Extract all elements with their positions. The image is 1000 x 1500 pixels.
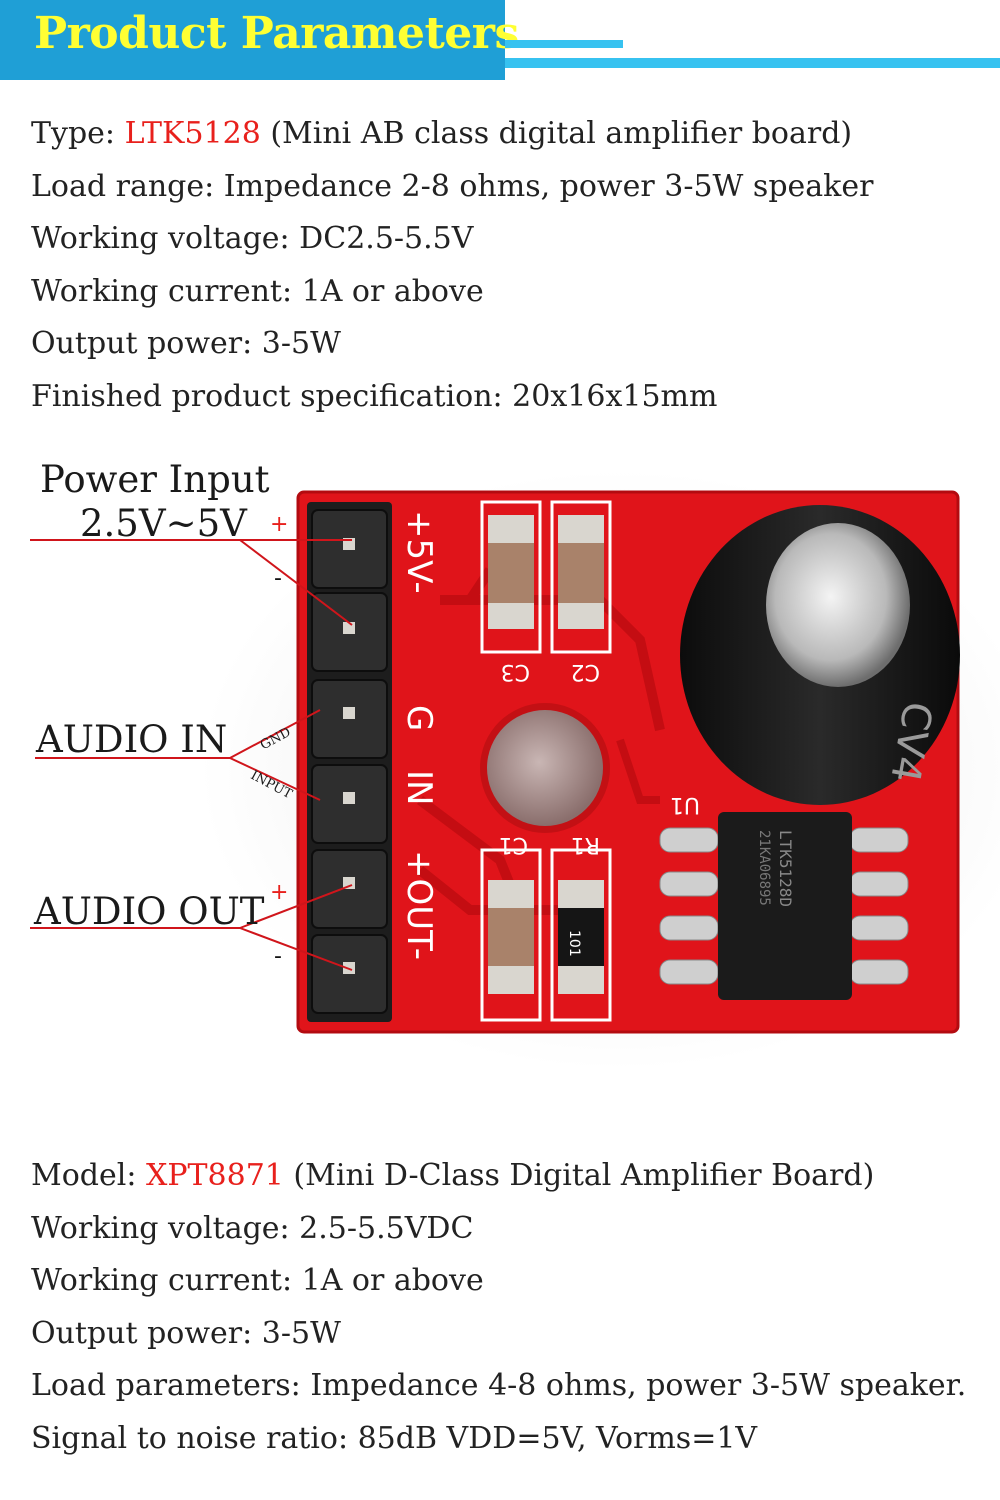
label-audio-in: AUDIO IN [36,718,228,761]
silk-in: IN [399,770,439,805]
spec-item: Working current: 1A or above [31,273,484,309]
silk-out: +OUT- [399,850,439,960]
header-banner: Product Parameters [0,0,519,80]
spec-item: Output power: 3-5W [31,1315,341,1351]
label-power-input: Power Input [40,458,270,501]
spec-item: Output power: 3-5W [31,326,341,361]
spec-list-ltk5128: Type: LTK5128 (Mini AB class digital amp… [31,108,873,423]
header-decor-line-short [505,40,623,48]
spec-item: Load parameters: Impedance 4-8 ohms, pow… [31,1368,967,1403]
label-voltage: 2.5V~5V [80,502,247,545]
pcb-board-illustration: +5V- G IN +OUT- C3 C2 C1 R1 U1 CV4 [30,470,1000,1070]
silk-5v: +5V- [399,510,439,594]
silk-resistor: 101 [566,930,582,957]
ic-label-2: 21KA06895 [756,830,772,906]
spec-item: Type: LTK5128 (Mini AB class digital amp… [31,116,853,151]
silk-c2: C2 [571,659,600,684]
mark-minus-out: - [274,944,282,969]
silk-c1: C1 [499,832,528,857]
ic-label: LTK5128D [776,830,795,907]
label-audio-out: AUDIO OUT [34,890,265,933]
mark-plus-power: + [270,512,289,537]
mark-minus-power: - [274,566,282,591]
silk-u1: U1 [670,792,700,817]
product-photo: +5V- G IN +OUT- C3 C2 C1 R1 U1 CV4 [0,440,1000,1120]
page-title: Product Parameters [34,8,519,59]
spec-item: Finished product specification: 20x16x15… [31,378,718,414]
spec-item: Signal to noise ratio: 85dB VDD=5V, Vorm… [31,1420,758,1456]
spec-item: Working voltage: DC2.5-5.5V [31,221,474,256]
silk-r1: R1 [571,832,600,857]
spec-item: Working voltage: 2.5-5.5VDC [31,1210,474,1246]
silk-c3: C3 [501,659,530,684]
spec-item: Model: XPT8871 (Mini D-Class Digital Amp… [31,1158,875,1193]
spec-list-xpt8871: Model: XPT8871 (Mini D-Class Digital Amp… [31,1150,966,1465]
model-highlight: LTK5128 [124,116,261,151]
spec-item: Load range: Impedance 2-8 ohms, power 3-… [31,168,874,204]
model-highlight: XPT8871 [145,1158,284,1193]
mark-plus-out: + [270,880,289,905]
silk-g: G [399,705,439,731]
spec-item: Working current: 1A or above [31,1263,484,1298]
header-decor-line-long [505,58,1000,68]
